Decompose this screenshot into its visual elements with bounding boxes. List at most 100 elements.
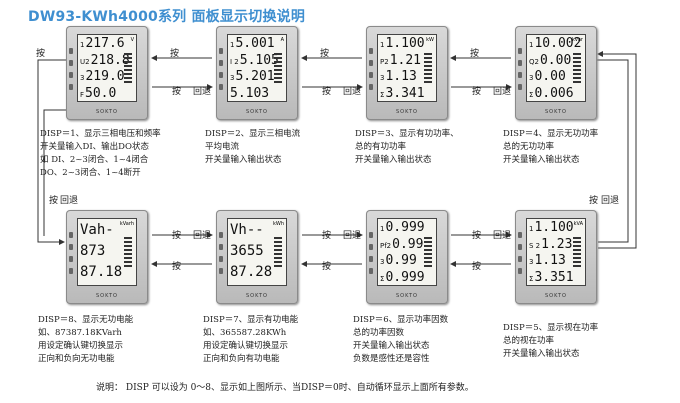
- description-line: DISP＝6、显示功率因数: [353, 315, 449, 325]
- description-line: 平均电流: [205, 142, 240, 152]
- reading-value: 5.001: [235, 36, 275, 51]
- phase-label: 1: [80, 41, 85, 49]
- meter-buttons: [69, 232, 74, 280]
- description-line: 开关量输入输出状态: [355, 155, 432, 165]
- description-line: 用设定确认键切换显示: [38, 341, 124, 351]
- label-press: 按: [470, 49, 480, 59]
- unit-label: kVA: [573, 221, 583, 227]
- status-bars-icon: [424, 53, 432, 83]
- phase-label: 3: [80, 74, 85, 82]
- reading-value: 218.8: [90, 52, 130, 68]
- reading-value: 87.28: [230, 264, 273, 280]
- status-bars-icon: [274, 237, 282, 267]
- lcd-reading: Σ0.999: [380, 270, 425, 286]
- meter-buttons: [518, 232, 523, 280]
- label-press: 按: [322, 231, 332, 241]
- label-press: 按: [172, 87, 182, 97]
- label-press: 按: [172, 231, 182, 241]
- reading-value: 1.100: [385, 36, 425, 51]
- lcd-reading: 30.99: [380, 253, 417, 269]
- status-bars-icon: [424, 237, 432, 267]
- meter-buttons: [69, 48, 74, 96]
- label-back: 回退: [193, 231, 212, 241]
- label-press: 按: [472, 87, 482, 97]
- meter-description: DISP＝1、显示三相电压和频率开关量输入DI、输出DO状态如 DI、2~3闭合…: [40, 128, 161, 180]
- description-line: DISP＝4、显示无功功率: [503, 129, 599, 139]
- lcd-reading: 1217.6: [80, 36, 125, 52]
- description-line: DISP＝2、显示三相电流: [205, 129, 301, 139]
- reading-value: 5.103: [230, 85, 270, 101]
- reading-value: 0.00: [534, 69, 566, 84]
- description-line: DISP＝3、显示有功功率、: [355, 129, 459, 139]
- brand-label: SOKTO: [246, 293, 268, 299]
- description-line: DISP＝1、显示三相电压和频率: [40, 129, 161, 139]
- lcd-reading: Vh--: [230, 222, 264, 238]
- reading-value: 0.00: [539, 52, 572, 68]
- description-line: DISP＝7、显示有功电能: [203, 315, 299, 325]
- phase-label: Σ: [380, 274, 385, 283]
- phase-label: 3: [380, 258, 385, 266]
- description-line: 用设定确认键切换显示: [203, 341, 289, 351]
- phase-label: P2: [380, 57, 389, 66]
- lcd-reading: 15.001: [230, 36, 275, 52]
- phase-label: F: [80, 90, 85, 99]
- label-press: 按: [320, 49, 330, 59]
- phase-label: 3: [529, 74, 534, 82]
- meter-buttons: [518, 48, 523, 96]
- reading-value: 1.13: [385, 69, 417, 84]
- lcd-reading: 11.100: [529, 220, 574, 236]
- lcd-reading: 5.103: [230, 86, 269, 102]
- description-line: 开关量输入输出状态: [205, 155, 282, 165]
- phase-label: 1: [380, 41, 385, 49]
- status-bars-icon: [573, 237, 581, 267]
- reading-value: 873: [80, 243, 106, 259]
- description-line: 开关量输入DI、输出DO状态: [40, 142, 149, 152]
- label-back: 回退: [343, 87, 362, 97]
- lcd-reading: 87.28: [230, 264, 272, 280]
- reading-value: 5.105: [239, 52, 279, 68]
- brand-label: SOKTO: [396, 293, 418, 299]
- phase-label: 3: [529, 258, 534, 266]
- reading-value: 219.0: [85, 69, 125, 84]
- phase-label: U2: [80, 57, 90, 66]
- description-line: DO、2~3闭合、1~4断开: [40, 168, 141, 178]
- lcd-reading: 873: [80, 243, 105, 259]
- phase-label: Σ: [529, 274, 534, 283]
- lcd-reading: Σ3.351: [529, 270, 574, 286]
- phase-label: S 2: [529, 241, 541, 250]
- reading-value: Vh--: [230, 222, 264, 238]
- status-bars-icon: [124, 237, 132, 267]
- phase-label: 1: [529, 225, 534, 233]
- description-line: DISP＝5、显示视在功率: [503, 323, 599, 333]
- phase-label: Q2: [529, 57, 539, 66]
- phase-label: 3: [380, 74, 385, 82]
- lcd-reading: P21.21: [380, 53, 421, 69]
- description-line: 如、87387.18KVarh: [38, 328, 122, 338]
- lcd-reading: 35.201: [230, 69, 275, 85]
- description-line: 总的视在功率: [503, 336, 555, 346]
- status-bars-icon: [124, 53, 132, 83]
- description-line: 总的有功功率: [355, 142, 407, 152]
- reading-value: 1.13: [534, 253, 566, 268]
- unit-label: kVarh: [119, 221, 134, 227]
- phase-label: Σ: [380, 90, 385, 99]
- reading-value: 1.100: [534, 220, 574, 235]
- lcd-reading: Q20.00: [529, 53, 571, 69]
- lcd-reading: Pf20.99: [380, 237, 423, 253]
- phase-label: Σ: [529, 90, 534, 99]
- meter-buttons: [369, 48, 374, 96]
- label-back: 回退: [493, 87, 512, 97]
- description-line: 正向和负向无功电能: [38, 354, 115, 364]
- label-back: 回退: [493, 231, 512, 241]
- brand-label: SOKTO: [545, 109, 567, 115]
- brand-label: SOKTO: [396, 109, 418, 115]
